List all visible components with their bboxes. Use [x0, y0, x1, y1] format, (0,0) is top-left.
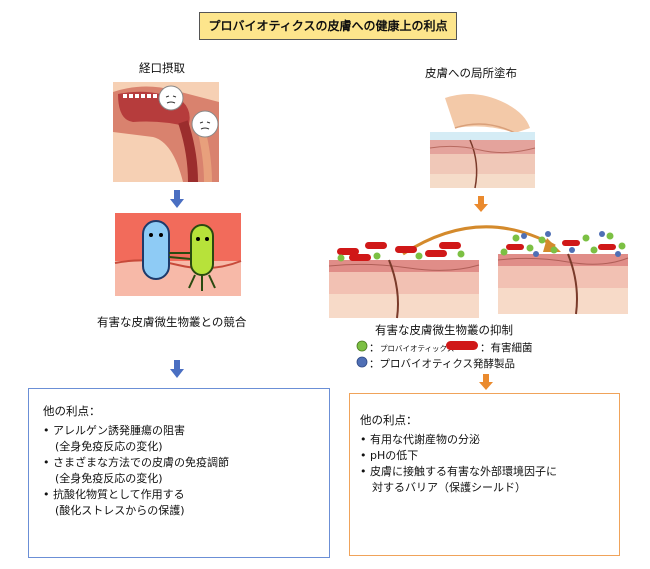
suppression-caption: 有害な皮膚微生物叢の抑制	[375, 323, 513, 337]
hand-on-skin-illustration	[429, 94, 536, 189]
topical-application-heading: 皮膚への局所塗布	[425, 66, 517, 80]
legend-harmful: ：有害細菌	[480, 342, 533, 354]
benefit-item: • さまざまな方法での皮膚の免疫調節	[43, 456, 229, 469]
oral-cavity-illustration	[113, 82, 219, 183]
skin-probiotic-illustration	[497, 231, 629, 315]
title-box: プロバイオティクスの皮膚への健康上の利点	[199, 12, 457, 40]
topical-benefits-box: 他の利点： • 有用な代謝産物の分泌 • pHの低下 • 皮膚に接触する有害な外…	[349, 393, 620, 556]
benefit-subitem: (全身免疫反応の変化)	[55, 440, 163, 453]
down-arrow-icon	[474, 196, 488, 212]
down-arrow-icon	[170, 360, 184, 378]
down-arrow-icon	[170, 190, 184, 208]
skin-harmful-bacteria-illustration	[328, 242, 480, 319]
benefit-subitem: (全身免疫反応の変化)	[55, 472, 163, 485]
fermented-product-dot-icon	[356, 356, 368, 368]
bacteria-competition-illustration	[114, 213, 242, 296]
probiotic-dot-icon	[356, 340, 368, 352]
oral-intake-heading: 経口摂取	[139, 61, 185, 75]
benefit-item: • pHの低下	[360, 449, 419, 462]
benefit-item: • 皮膚に接触する有害な外部環境因子に	[360, 465, 557, 478]
box-heading: 他の利点：	[360, 413, 418, 427]
benefit-subitem: (酸化ストレスからの保護)	[55, 504, 185, 517]
competition-caption: 有害な皮膚微生物叢との競合	[97, 315, 247, 329]
title-text: プロバイオティクスの皮膚への健康上の利点	[208, 19, 448, 33]
oral-benefits-box: 他の利点： • アレルゲン誘発腫瘍の阻害 (全身免疫反応の変化) • さまざまな…	[28, 388, 330, 558]
legend-probiotics: プロバイオティックス	[380, 344, 455, 353]
legend-fermented-product: ：プロバイオティクス発酵製品	[369, 358, 516, 370]
box-heading: 他の利点：	[43, 404, 101, 418]
benefit-item: • アレルゲン誘発腫瘍の阻害	[43, 424, 185, 437]
benefit-item: • 抗酸化物質として作用する	[43, 488, 185, 501]
harmful-bacteria-icon	[446, 341, 478, 350]
benefit-subitem: 対するバリア（保護シールド）	[372, 481, 526, 494]
down-arrow-icon	[479, 374, 493, 390]
legend-colon: ：	[369, 342, 380, 354]
benefit-item: • 有用な代謝産物の分泌	[360, 433, 480, 446]
